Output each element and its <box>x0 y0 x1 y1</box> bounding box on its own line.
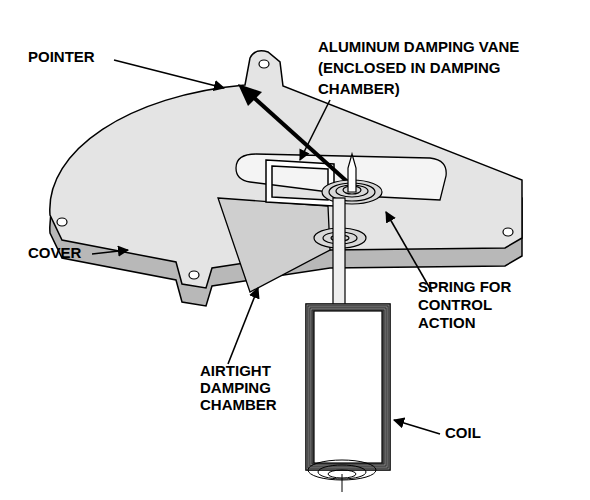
pointer <box>252 96 352 186</box>
shaft <box>333 198 345 306</box>
spring-label: SPRING FOR CONTROL ACTION <box>418 278 518 332</box>
leader-lines <box>92 60 440 434</box>
coil-label: COIL <box>445 424 505 442</box>
coil <box>306 304 390 470</box>
coil-lead-spiral <box>308 460 376 492</box>
chamber-label: AIRTIGHT DAMPING CHAMBER <box>200 362 280 413</box>
damping-vane <box>266 160 334 206</box>
damping-chamber <box>218 198 330 292</box>
cover-label: COVER <box>28 244 98 262</box>
vane-label: ALUMINUM DAMPING VANE (ENCLOSED IN DAMPI… <box>318 36 538 99</box>
pointer-label: POINTER <box>28 48 118 66</box>
